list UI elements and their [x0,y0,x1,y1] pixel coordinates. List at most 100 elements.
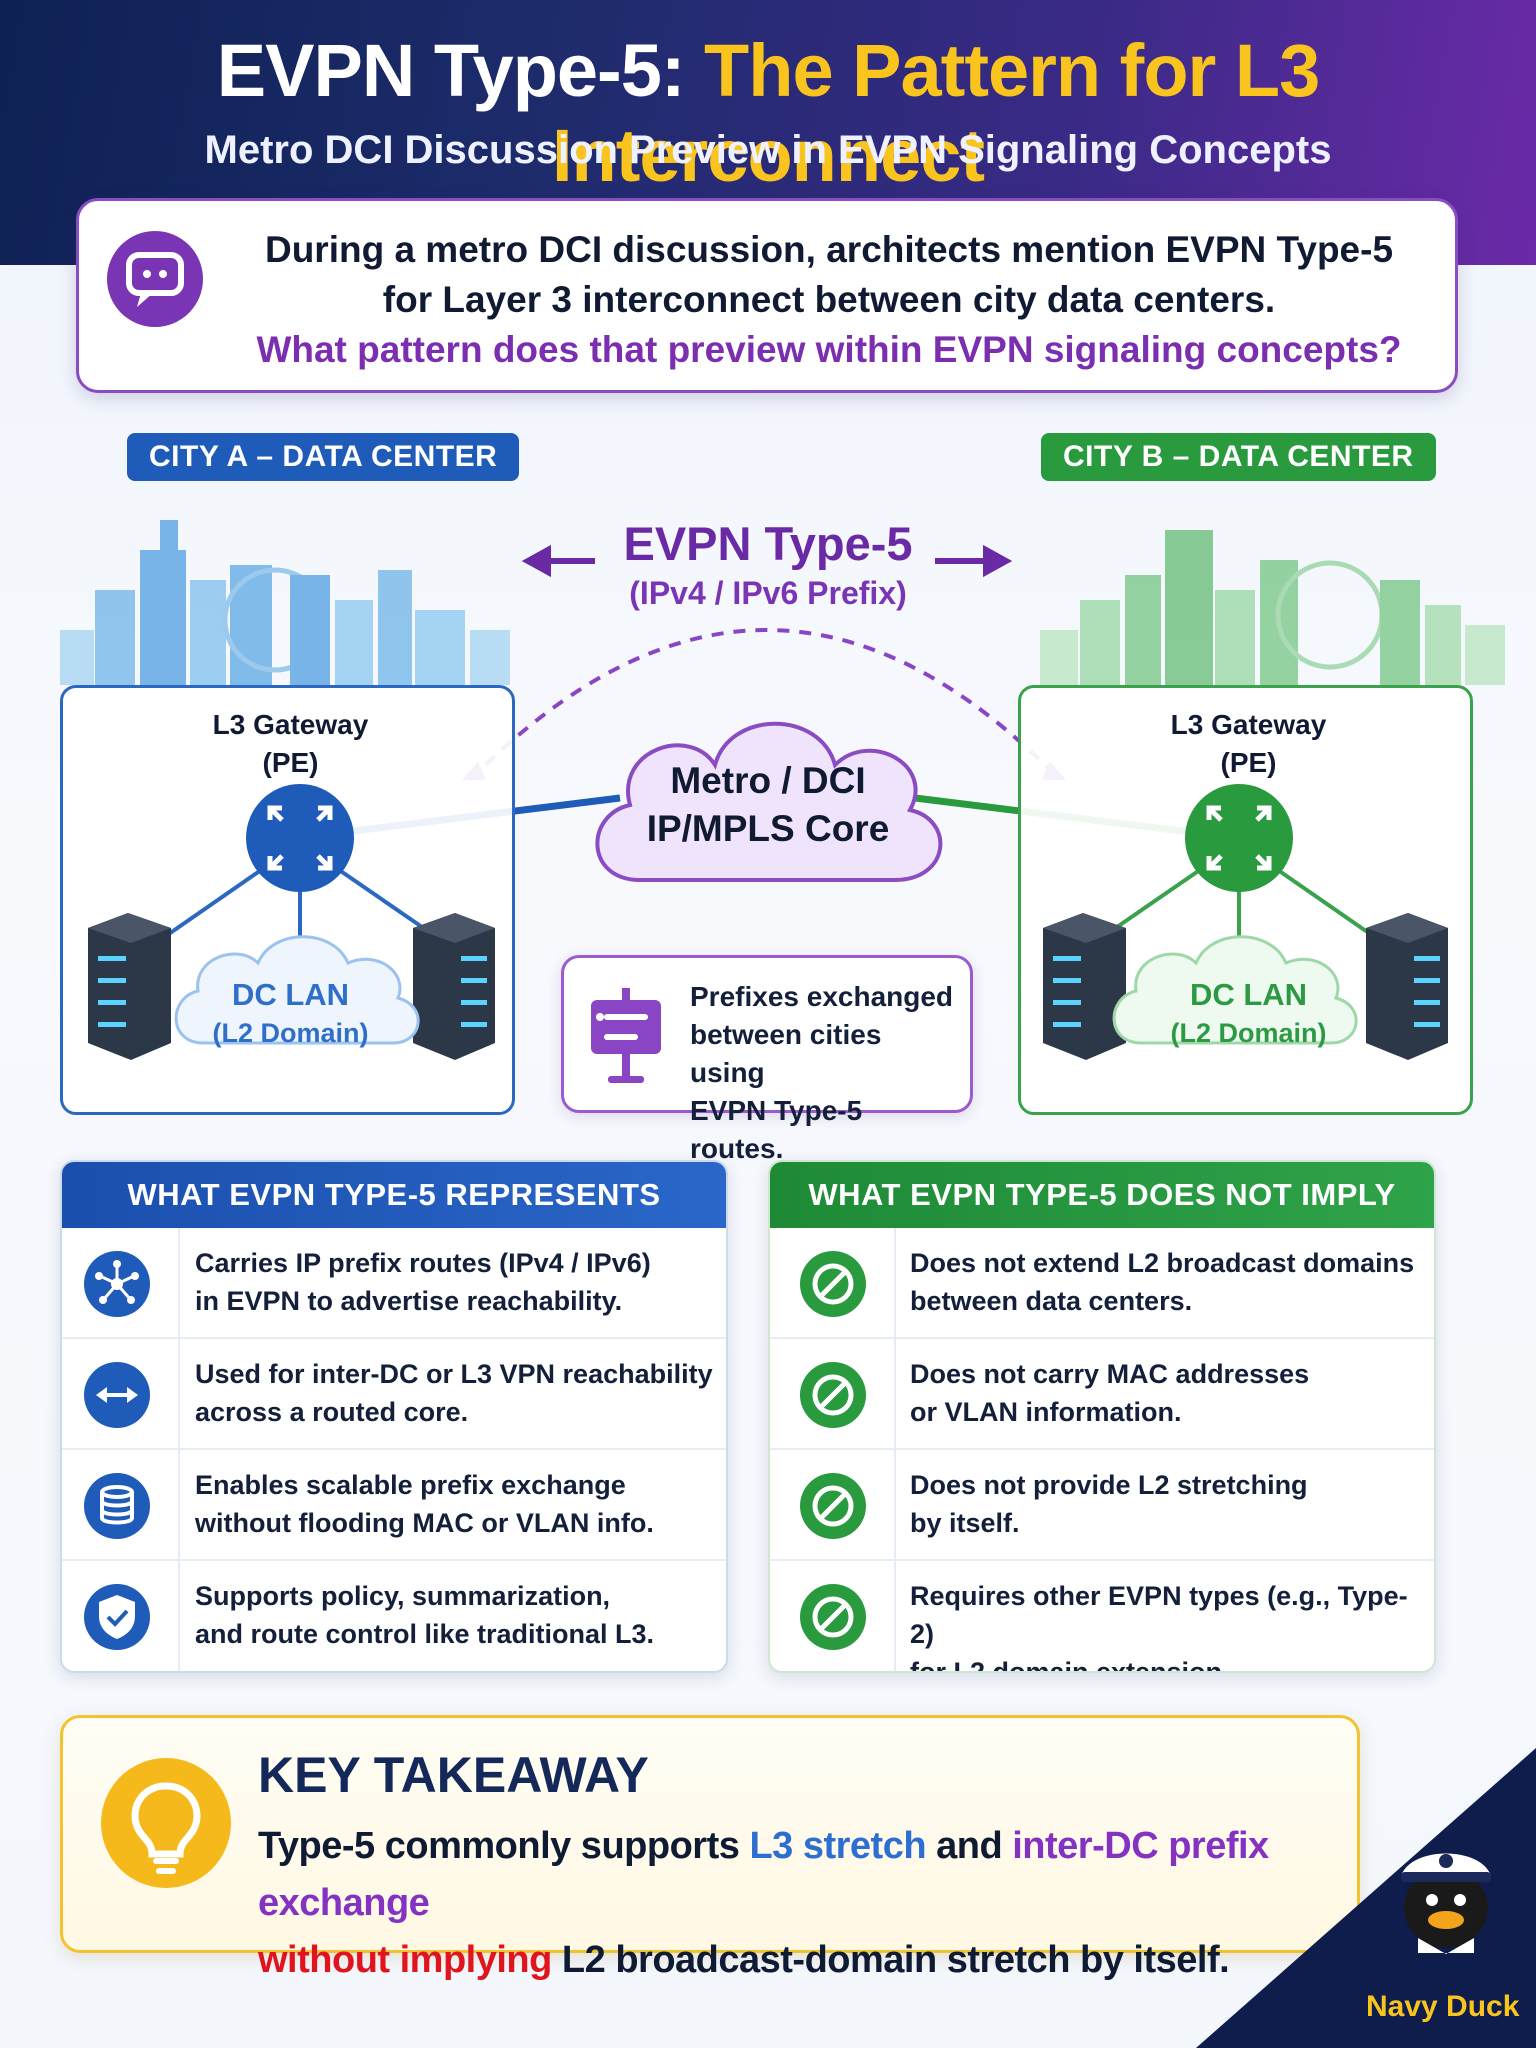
lan-b-line1: DC LAN [1189,977,1308,1012]
gateway-label-b: L3 Gateway (PE) [1021,706,1476,782]
not-imply-panel: WHAT EVPN TYPE-5 DOES NOT IMPLY Does not… [768,1160,1436,1673]
network-hub-icon [84,1251,150,1317]
title-part2: The Pattern for L3 Interconnect [551,29,1320,197]
represents-heading: WHAT EVPN TYPE-5 REPRESENTS [62,1162,726,1228]
list-item: Does not provide L2 stretching by itself. [770,1450,1434,1561]
lan-label-a: DC LAN (L2 Domain) [63,976,518,1052]
lightbulb-icon [101,1758,231,1888]
lan-a-line2: (L2 Domain) [212,1018,369,1048]
gateway-b-line2: (PE) [1220,747,1277,778]
takeaway-title: KEY TAKEAWAY [258,1747,649,1803]
page-title: EVPN Type-5: The Pattern for L3 Intercon… [0,28,1536,198]
dc-a-graphics [88,784,495,1060]
city-a-skyline [60,520,510,685]
core-line2: IP/MPLS Core [646,808,890,849]
evpn-dashed-arc [468,628,1062,782]
server-rack-left-icon [1043,913,1126,1060]
takeaway-t6: L2 broadcast-domain stretch by itself. [551,1939,1230,1981]
not-imply-item-4-line1: Requires other EVPN types (e.g., Type-2) [910,1581,1408,1649]
dc-panel-city-a: L3 Gateway (PE) DC LAN (L2 [60,685,515,1115]
represents-item-1-line1: Carries IP prefix routes (IPv4 / IPv6) [195,1248,651,1278]
dc-panel-city-b: L3 Gateway (PE) DC LAN (L2 [1018,685,1473,1115]
represents-item-3-line1: Enables scalable prefix exchange [195,1470,626,1500]
server-rack-right-icon [413,913,495,1060]
shield-check-icon [84,1584,150,1650]
signpost-icon [591,988,661,1083]
list-item: Enables scalable prefix exchange without … [62,1450,726,1561]
represents-item-4-line2: and route control like traditional L3. [195,1619,655,1649]
list-item: Does not extend L2 broadcast domains betw… [770,1228,1434,1339]
takeaway-t1: Type-5 commonly supports [258,1825,750,1867]
list-item: Used for inter-DC or L3 VPN reachability… [62,1339,726,1450]
takeaway-text: Type-5 commonly supports L3 stretch and … [258,1818,1348,1989]
question-line-2: for Layer 3 interconnect between city da… [382,279,1276,320]
gateway-b-line1: L3 Gateway [1170,709,1327,740]
represents-panel: WHAT EVPN TYPE-5 REPRESENTS Carries IP p… [60,1160,728,1673]
city-b-skyline [1040,530,1505,685]
question-text: During a metro DCI discussion, architect… [219,225,1439,375]
not-imply-item-1-line2: between data centers. [910,1286,1193,1316]
represents-item-2-line2: across a routed core. [195,1397,469,1427]
represents-item-4-line1: Supports policy, summarization, [195,1581,611,1611]
prefix-line1: Prefixes exchanged [690,981,954,1012]
evpn-left-arrow [521,544,595,578]
chat-bubble-icon [107,231,203,327]
gateway-label-a: L3 Gateway (PE) [63,706,518,782]
list-item: Does not carry MAC addresses or VLAN info… [770,1339,1434,1450]
list-item: Carries IP prefix routes (IPv4 / IPv6) in… [62,1228,726,1339]
prefix-box-text: Prefixes exchanged between cities using … [690,978,960,1168]
list-item: Requires other EVPN types (e.g., Type-2)… [770,1561,1434,1673]
takeaway-l3-stretch: L3 stretch [749,1825,927,1867]
gateway-a-line2: (PE) [262,747,319,778]
prohibited-icon [800,1584,866,1650]
question-line-3: What pattern does that preview within EV… [256,329,1402,370]
lan-label-b: DC LAN (L2 Domain) [1021,976,1476,1052]
core-line1: Metro / DCI [670,760,866,801]
evpn-right-arrow [935,544,1013,578]
double-arrow-icon [84,1362,150,1428]
not-imply-item-4-line2: for L2 domain extension. [910,1657,1230,1673]
prohibited-icon [800,1473,866,1539]
not-imply-item-2-line1: Does not carry MAC addresses [910,1359,1310,1389]
prohibited-icon [800,1362,866,1428]
prefix-exchange-box: Prefixes exchanged between cities using … [561,955,973,1164]
lan-cloud-b [1112,935,1358,1045]
list-item: Supports policy, summarization, and route… [62,1561,726,1671]
city-b-tag: CITY B – DATA CENTER [1041,433,1436,481]
prohibited-icon [800,1251,866,1317]
lan-cloud-a [174,935,420,1045]
server-rack-left-icon [88,913,171,1060]
not-imply-item-1-line1: Does not extend L2 broadcast domains [910,1248,1415,1278]
not-imply-heading: WHAT EVPN TYPE-5 DOES NOT IMPLY [770,1162,1434,1228]
prefix-line3: EVPN Type-5 routes. [690,1095,863,1164]
brand-name: Navy Duck [1366,1990,1520,2023]
takeaway-without-implying: without implying [258,1939,552,1981]
evpn-type5-label: EVPN Type-5 [623,517,913,570]
represents-item-2-line1: Used for inter-DC or L3 VPN reachability [195,1359,713,1389]
question-box: During a metro DCI discussion, architect… [76,198,1458,393]
city-a-tag: CITY A – DATA CENTER [127,433,520,481]
server-rack-right-icon [1366,913,1448,1060]
takeaway-prefix-exchange: inter-DC prefix exchange [258,1825,1269,1924]
brand-corner [1196,1748,1536,2048]
represents-item-3-line2: without flooding MAC or VLAN info. [195,1508,654,1538]
lan-b-line2: (L2 Domain) [1170,1018,1327,1048]
represents-item-1-line2: in EVPN to advertise reachability. [195,1286,623,1316]
question-line-1: During a metro DCI discussion, architect… [264,229,1394,270]
evpn-prefix-label: (IPv4 / IPv6 Prefix) [629,575,907,611]
not-imply-item-2-line2: or VLAN information. [910,1397,1182,1427]
lan-a-line1: DC LAN [231,977,350,1012]
router-icon [246,784,354,892]
key-takeaway-box: KEY TAKEAWAY Type-5 commonly supports L3… [60,1715,1360,1981]
database-icon [84,1473,150,1539]
router-icon [1185,784,1293,892]
dc-b-graphics [1043,784,1448,1060]
core-label: Metro / DCI IP/MPLS Core [600,757,936,853]
duck-mascot-icon [1401,1853,1491,1954]
prefix-line2: between cities using [690,1019,882,1088]
takeaway-t3: and [926,1825,1013,1867]
page-subtitle: Metro DCI Discussion Preview in EVPN Sig… [204,128,1332,172]
not-imply-item-3-line1: Does not provide L2 stretching [910,1470,1308,1500]
title-part1: EVPN Type-5: [216,29,705,112]
not-imply-item-3-line2: by itself. [910,1508,1020,1538]
